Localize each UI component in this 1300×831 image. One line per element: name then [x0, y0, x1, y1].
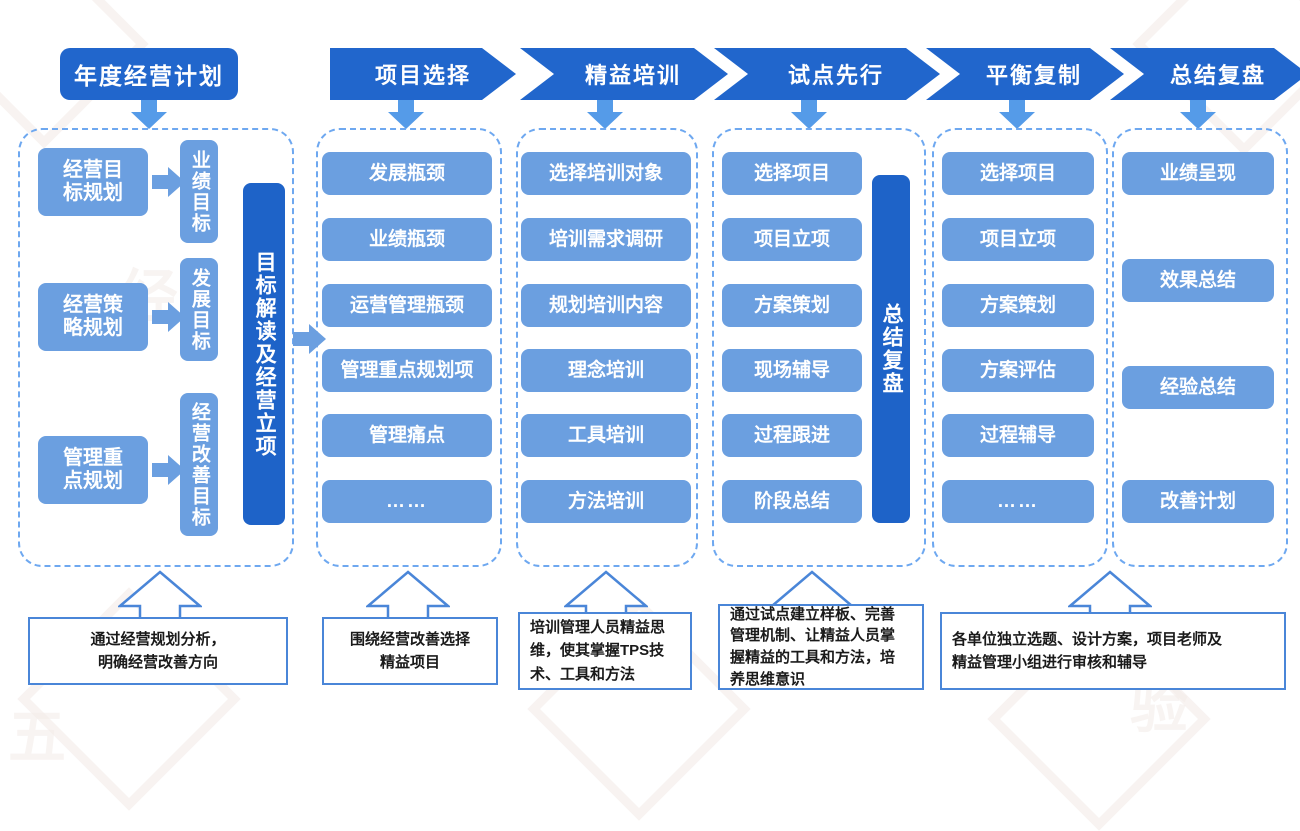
col3-item-2[interactable]: 培训需求调研 — [521, 218, 691, 261]
col1-left-item-2[interactable]: 经营策 略规划 — [38, 283, 148, 351]
col3-item-3[interactable]: 规划培训内容 — [521, 284, 691, 327]
col5-item-5[interactable]: 过程辅导 — [942, 414, 1094, 457]
caption-box-2: 围绕经营改善选择 精益项目 — [322, 617, 498, 685]
col6-item-1[interactable]: 业绩呈现 — [1122, 152, 1274, 195]
col4-item-1[interactable]: 选择项目 — [722, 152, 862, 195]
col5-item-6[interactable]: …… — [942, 480, 1094, 523]
col3-item-4[interactable]: 理念培训 — [521, 349, 691, 392]
down-arrow-col4 — [791, 100, 827, 129]
up-arrow-caption-2 — [366, 570, 450, 622]
dashed-panel-col6 — [1112, 128, 1288, 567]
col2-item-1[interactable]: 发展瓶颈 — [322, 152, 492, 195]
col1-left-item-1[interactable]: 经营目 标规划 — [38, 148, 148, 216]
caption-box-5: 各单位独立选题、设计方案，项目老师及 精益管理小组进行审核和辅导 — [940, 612, 1286, 690]
dashed-panel-col3 — [516, 128, 698, 567]
col4-item-6[interactable]: 阶段总结 — [722, 480, 862, 523]
down-arrow-col3 — [587, 100, 623, 129]
caption-box-1: 通过经营规划分析， 明确经营改善方向 — [28, 617, 288, 685]
watermark-text: 五 — [8, 705, 71, 770]
stage-chevron-3[interactable]: 试点先行 — [714, 48, 940, 100]
dashed-panel-col4 — [712, 128, 926, 567]
col3-item-1[interactable]: 选择培训对象 — [521, 152, 691, 195]
down-arrow-col6 — [1180, 100, 1216, 129]
dashed-panel-col5 — [932, 128, 1108, 567]
col4-item-5[interactable]: 过程跟进 — [722, 414, 862, 457]
col5-item-1[interactable]: 选择项目 — [942, 152, 1094, 195]
col1-to-col2-arrow — [293, 324, 326, 354]
col2-item-2[interactable]: 业绩瓶颈 — [322, 218, 492, 261]
down-arrow-col5 — [999, 100, 1035, 129]
col2-item-3[interactable]: 运营管理瓶颈 — [322, 284, 492, 327]
col4-item-2[interactable]: 项目立项 — [722, 218, 862, 261]
caption-box-4: 通过试点建立样板、完善 管理机制、让精益人员掌 握精益的工具和方法，培 养思维意… — [718, 604, 924, 690]
col6-item-3[interactable]: 经验总结 — [1122, 366, 1274, 409]
col5-item-3[interactable]: 方案策划 — [942, 284, 1094, 327]
col1-left-item-3[interactable]: 管理重 点规划 — [38, 436, 148, 504]
up-arrow-caption-1 — [118, 570, 202, 622]
stage-chevron-2[interactable]: 精益培训 — [520, 48, 728, 100]
col4-item-4[interactable]: 现场辅导 — [722, 349, 862, 392]
col2-item-6[interactable]: …… — [322, 480, 492, 523]
dashed-panel-col1 — [18, 128, 294, 567]
col5-item-2[interactable]: 项目立项 — [942, 218, 1094, 261]
stage-chevron-1[interactable]: 项目选择 — [330, 48, 516, 100]
col2-item-4[interactable]: 管理重点规划项 — [322, 349, 492, 392]
col3-item-6[interactable]: 方法培训 — [521, 480, 691, 523]
col5-item-4[interactable]: 方案评估 — [942, 349, 1094, 392]
down-arrow-col1 — [131, 100, 167, 129]
down-arrow-col2 — [388, 100, 424, 129]
col6-item-2[interactable]: 效果总结 — [1122, 259, 1274, 302]
col4-item-3[interactable]: 方案策划 — [722, 284, 862, 327]
col1-right-item-1[interactable]: 业绩目标 — [180, 140, 218, 243]
stage-chevron-4[interactable]: 平衡复制 — [926, 48, 1124, 100]
col4-side-bar[interactable]: 总结复盘 — [872, 175, 910, 523]
col1-right-item-3[interactable]: 经营改善目标 — [180, 393, 218, 536]
col1-side-bar[interactable]: 目标解读及经营立项 — [243, 183, 285, 525]
col3-item-5[interactable]: 工具培训 — [521, 414, 691, 457]
stage-chevron-5[interactable]: 总结复盘 — [1110, 48, 1300, 100]
caption-box-3: 培训管理人员精益思 维，使其掌握TPS技 术、工具和方法 — [518, 612, 692, 690]
annual-plan-title-box[interactable]: 年度经营计划 — [60, 48, 238, 100]
col1-right-item-2[interactable]: 发展目标 — [180, 258, 218, 361]
col6-item-4[interactable]: 改善计划 — [1122, 480, 1274, 523]
col2-item-5[interactable]: 管理痛点 — [322, 414, 492, 457]
